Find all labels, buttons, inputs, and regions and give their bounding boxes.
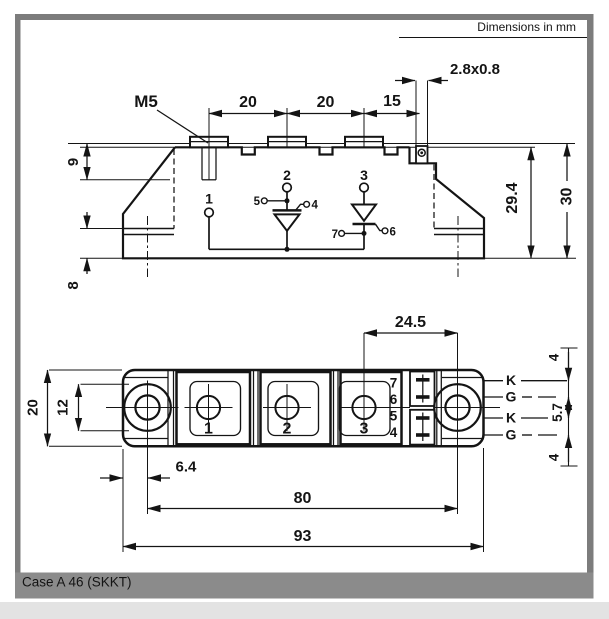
- dim-8: 8: [65, 281, 82, 289]
- gate-terminal-4-node: [303, 200, 311, 208]
- dim-29-4: 29.4: [504, 182, 521, 213]
- frame-top-border: [15, 14, 594, 20]
- dim-overall-length: 93: [122, 448, 484, 552]
- mounting-holes: [106, 333, 500, 514]
- dim-base-height: 8: [65, 212, 123, 290]
- dim-6-4: 6.4: [176, 459, 198, 476]
- footer-case-label: Case A 46 (SKKT): [22, 575, 132, 590]
- dim-5-7: 5.7: [550, 403, 565, 422]
- aux-pin-6-label: 6: [390, 392, 398, 407]
- pin-k1-label: K: [506, 372, 516, 388]
- gate-pin-block: 7 6 5 4: [390, 370, 436, 446]
- frame-right-border: [587, 14, 594, 599]
- dim-faston: 2.8x0.8: [395, 61, 500, 85]
- pin-function-labels: K G K G: [484, 372, 567, 443]
- dim-93: 93: [294, 528, 312, 545]
- gate-terminal-4-label: 4: [312, 200, 319, 212]
- thyristor-2-symbol: [350, 203, 378, 223]
- dim-thread-depth: 9: [65, 143, 91, 181]
- dim-12: 12: [55, 399, 72, 416]
- gate-terminal-6-node: [381, 227, 389, 235]
- circuit-diagram: 1 2 5 4 3 7: [203, 167, 396, 252]
- aux-pin-7-label: 7: [390, 376, 398, 391]
- aux-terminal-5-label: 5: [254, 196, 261, 208]
- dim-terminal-pitch: 20 20 15: [208, 93, 420, 180]
- terminal-1-label: 1: [205, 191, 213, 207]
- aux-terminal-7-label: 7: [332, 229, 338, 241]
- pin-g1-label: G: [506, 389, 517, 405]
- dim-hole-offset: 6.4: [100, 449, 197, 552]
- pin-g2-label: G: [506, 427, 517, 443]
- dim-20-second: 20: [317, 94, 335, 111]
- dim-30: 30: [559, 188, 576, 206]
- dim-4-bottom: 4: [547, 453, 562, 461]
- bottom-view: 1 2 3 7 6 5 4: [25, 314, 578, 552]
- frame-left-border: [15, 14, 21, 599]
- m5-label: M5: [134, 92, 158, 111]
- pad-2-label: 2: [283, 421, 292, 438]
- pin-k2-label: K: [506, 410, 516, 426]
- dim-9: 9: [65, 158, 82, 166]
- dim-20-first: 20: [239, 94, 257, 111]
- side-view: 1 2 5 4 3 7: [65, 61, 576, 290]
- thyristor-1-symbol: [272, 213, 302, 233]
- dim-4-top: 4: [547, 353, 562, 361]
- dim-faston-label: 2.8x0.8: [450, 61, 500, 78]
- dim-pin-spacing: 4 5.7 4: [547, 347, 578, 467]
- dimensions-note: Dimensions in mm: [477, 20, 576, 34]
- dim-body-width: 20: [25, 369, 122, 447]
- dim-80: 80: [294, 490, 312, 507]
- m5-thread-hole: [80, 147, 217, 181]
- m5-callout: M5: [134, 92, 209, 144]
- aux-pin-5-label: 5: [390, 409, 398, 424]
- aux-pin-4-label: 4: [390, 425, 398, 440]
- gate-terminal-6-label: 6: [390, 227, 396, 239]
- m5-leader-line: [156, 109, 209, 144]
- bottom-body-outline: [121, 368, 485, 448]
- aux-terminal-5-node: [260, 197, 268, 205]
- dim-heights: 29.4 30: [484, 143, 576, 259]
- dim-hole-boss: 12: [55, 383, 129, 432]
- terminal-2-label: 2: [283, 167, 291, 183]
- dim-15: 15: [383, 93, 401, 110]
- dim-24-5: 24.5: [395, 314, 426, 331]
- pad-1-label: 1: [204, 421, 213, 438]
- dim-20-width: 20: [25, 399, 42, 416]
- pad-sections: [175, 370, 403, 446]
- dim-hole-pitch: 80: [147, 490, 458, 513]
- bottom-margin-strip: [0, 602, 609, 619]
- dim-gate-offset: 24.5: [363, 314, 458, 431]
- footer-bar: [15, 572, 594, 599]
- terminal-3-label: 3: [360, 167, 368, 183]
